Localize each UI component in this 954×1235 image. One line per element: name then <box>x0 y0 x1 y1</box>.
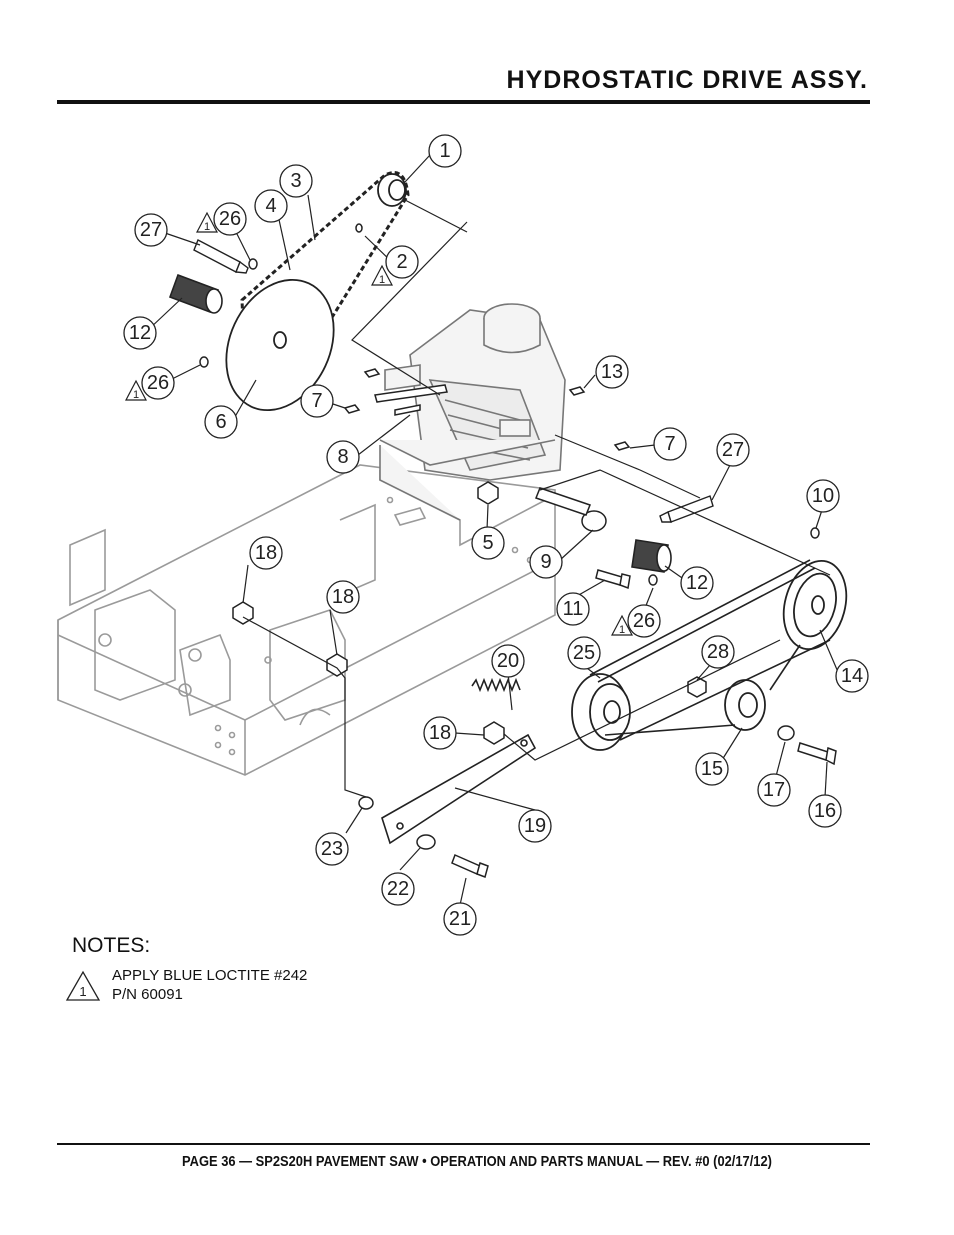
callout-2: 2 <box>396 251 407 273</box>
callout-21: 21 <box>449 908 471 930</box>
saw-frame <box>57 464 556 776</box>
warning-marker-text: 1 <box>619 624 625 636</box>
drive-belt <box>589 559 831 741</box>
callout-16: 16 <box>814 800 836 822</box>
footer-rule <box>57 1143 870 1145</box>
callout-6: 6 <box>215 411 226 433</box>
notes-label: NOTES: <box>72 934 151 957</box>
callout-26: 26 <box>219 208 241 230</box>
callout-27: 27 <box>722 439 744 461</box>
tension-spring <box>471 677 521 693</box>
callout-25: 25 <box>573 642 595 664</box>
callout-28: 28 <box>707 641 729 663</box>
callout-27: 27 <box>140 219 162 241</box>
warning-triangle-icon: 1 <box>65 970 101 1001</box>
loctite-tube-right <box>659 495 714 523</box>
callout-12: 12 <box>129 322 151 344</box>
note-line-2: P/N 60091 <box>112 986 183 1003</box>
coupler-left <box>168 273 223 314</box>
hardware <box>199 223 837 878</box>
callout-17: 17 <box>763 779 785 801</box>
page-footer: PAGE 36 — SP2S20H PAVEMENT SAW • OPERATI… <box>182 1153 772 1170</box>
callout-26: 26 <box>633 610 655 632</box>
header-rule <box>57 100 870 104</box>
warning-marker-text: 1 <box>204 221 210 233</box>
callout-15: 15 <box>701 758 723 780</box>
callout-10: 10 <box>812 485 834 507</box>
note-text: APPLY BLUE LOCTITE #242 P/N 60091 <box>112 966 307 1004</box>
callout-7: 7 <box>664 433 675 455</box>
callout-26: 26 <box>147 372 169 394</box>
callout-5: 5 <box>482 532 493 554</box>
callout-7: 7 <box>311 390 322 412</box>
callout-13: 13 <box>601 361 623 383</box>
callout-4: 4 <box>265 195 276 217</box>
callout-8: 8 <box>337 446 348 468</box>
callout-19: 19 <box>524 815 546 837</box>
callout-23: 23 <box>321 838 343 860</box>
small-sprocket <box>377 173 407 207</box>
callout-11: 11 <box>563 598 584 620</box>
page-title: HYDROSTATIC DRIVE ASSY. <box>506 66 868 94</box>
large-sprocket <box>225 278 335 412</box>
hydrostatic-transmission <box>379 303 566 521</box>
loctite-tube-left <box>193 239 249 274</box>
warning-marker-text: 1 <box>379 274 385 286</box>
idler-pulley <box>724 679 766 731</box>
note-marker: 1 <box>79 984 86 999</box>
large-pulley <box>782 559 848 651</box>
callout-18: 18 <box>429 722 451 744</box>
note-line-1: APPLY BLUE LOCTITE #242 <box>112 967 308 984</box>
callout-9: 9 <box>540 551 551 573</box>
drive-pulley <box>571 673 631 751</box>
callout-14: 14 <box>841 665 863 687</box>
callout-12: 12 <box>686 572 708 594</box>
callout-3: 3 <box>290 170 301 192</box>
callout-1: 1 <box>439 140 450 162</box>
callout-18: 18 <box>255 542 277 564</box>
loctite-warning-markers <box>125 211 633 636</box>
callout-20: 20 <box>497 650 519 672</box>
callout-22: 22 <box>387 878 409 900</box>
callout-18: 18 <box>332 586 354 608</box>
warning-marker-text: 1 <box>133 389 139 401</box>
coupler-right <box>631 539 672 573</box>
